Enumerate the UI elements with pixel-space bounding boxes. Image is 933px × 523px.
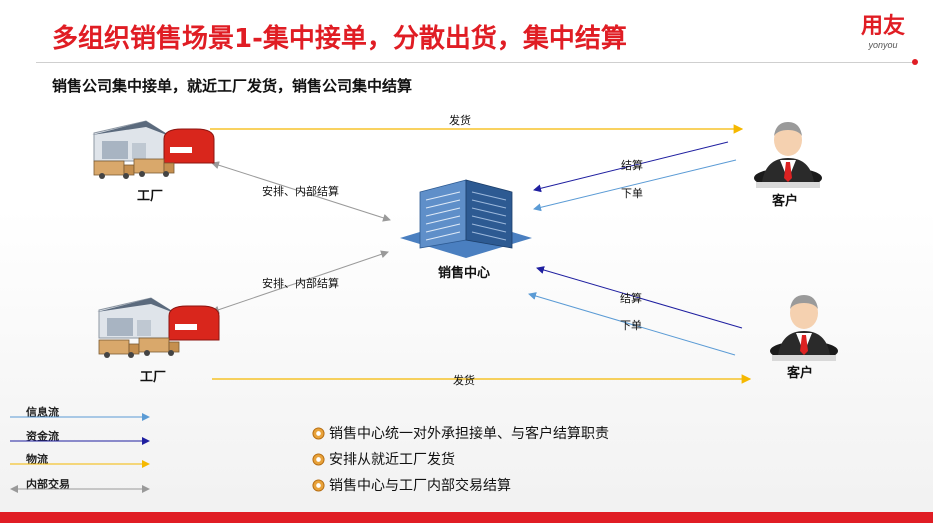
settle-arrow-top — [533, 141, 729, 193]
edge-label-ship-top: 发货 — [449, 114, 471, 127]
header-divider — [36, 62, 916, 63]
legend-label: 资金流 — [26, 430, 59, 443]
edge-label-settle-bottom: 结算 — [620, 292, 642, 305]
bullet-item: 销售中心统一对外承担接单、与客户结算职责 — [312, 420, 609, 446]
bullet-item: 安排从就近工厂发货 — [312, 446, 609, 472]
bullet-text: 安排从就近工厂发货 — [329, 452, 455, 468]
logo-text: 用友 — [860, 14, 905, 39]
sales-center-label: 销售中心 — [438, 266, 491, 281]
edge-label-settle-top: 结算 — [621, 159, 643, 172]
legend-label: 信息流 — [26, 406, 59, 419]
legend-label: 内部交易 — [26, 478, 70, 491]
customer-icon — [770, 295, 838, 361]
order-arrow-top — [533, 159, 737, 212]
factory-top-label: 工厂 — [137, 189, 164, 204]
legend-line — [10, 437, 150, 445]
bullet-item: 销售中心与工厂内部交易结算 — [312, 472, 609, 498]
legend-item-internal: 内部交易 — [10, 476, 150, 498]
bullet-text: 销售中心统一对外承担接单、与客户结算职责 — [329, 426, 609, 442]
footer-bar — [0, 512, 933, 523]
bullet-icon — [312, 426, 325, 440]
header-divider-dot — [912, 59, 918, 65]
legend-line — [10, 413, 150, 421]
page-title: 多组织销售场景1-集中接单，分散出货，集中结算 — [52, 24, 627, 54]
subtitle: 销售公司集中接单，就近工厂发货，销售公司集中结算 — [52, 77, 413, 95]
legend-item-logistics: 物流 — [10, 451, 150, 473]
edge-label-internal-top: 安排、内部结算 — [262, 185, 339, 198]
yonyou-logo: 用友 yonyou — [852, 14, 914, 50]
internal-arrow-top — [211, 161, 391, 222]
customer-icon — [754, 122, 822, 188]
edge-label-order-top: 下单 — [621, 187, 643, 200]
factory-icon — [97, 297, 220, 358]
edge-label-ship-bottom: 发货 — [453, 374, 475, 387]
customer-top-label: 客户 — [772, 194, 799, 209]
building-icon — [400, 179, 532, 258]
edge-label-internal-bottom: 安排、内部结算 — [262, 277, 339, 290]
internal-arrow-bottom — [211, 250, 389, 314]
bullet-icon — [312, 452, 325, 466]
legend-item-info-flow: 信息流 — [10, 404, 150, 426]
bullet-text: 销售中心与工厂内部交易结算 — [329, 478, 511, 494]
factory-bottom-label: 工厂 — [140, 370, 167, 385]
factory-icon — [92, 120, 215, 179]
legend-label: 物流 — [26, 453, 48, 466]
legend-line — [10, 460, 150, 468]
bullet-icon — [312, 478, 325, 492]
settle-arrow-bottom — [536, 266, 743, 329]
order-arrow-bottom — [528, 292, 736, 356]
legend-item-money-flow: 资金流 — [10, 428, 150, 450]
bullet-list: 销售中心统一对外承担接单、与客户结算职责 安排从就近工厂发货 销售中心与工厂内部… — [312, 420, 609, 498]
edge-label-order-bottom: 下单 — [620, 319, 642, 332]
legend-line — [10, 485, 150, 493]
logo-subtext: yonyou — [868, 40, 898, 50]
customer-bottom-label: 客户 — [787, 366, 814, 381]
